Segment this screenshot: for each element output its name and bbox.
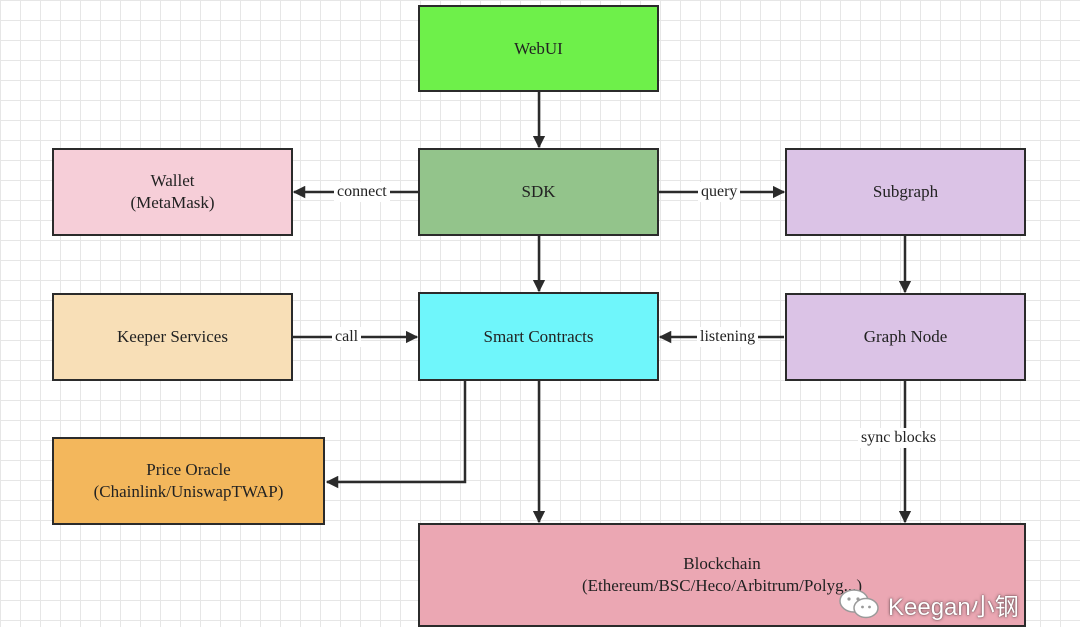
edge-label-call: call (332, 327, 362, 347)
node-webui: WebUI (418, 5, 659, 92)
node-oracle-line-2: (Chainlink/UniswapTWAP) (93, 482, 284, 501)
node-wallet: Wallet (MetaMask) (52, 148, 293, 236)
edge-label-query: query (698, 182, 741, 202)
node-wallet-line-2: (MetaMask) (130, 193, 215, 212)
node-contracts-line-1: Smart Contracts (483, 326, 594, 346)
watermark: Keegan小钢 (838, 585, 1019, 623)
edge-contracts-oracle (325, 381, 467, 489)
node-oracle-line-1: Price Oracle (146, 460, 231, 479)
node-sdk-line-1: SDK (521, 182, 556, 201)
edge-label-listening: listening (697, 327, 759, 347)
node-keeper-services: Keeper Services (52, 293, 293, 381)
node-graph-node: Graph Node (785, 293, 1026, 381)
edge-label-sync-blocks: sync blocks (858, 428, 940, 448)
node-subgraph-line-1: Subgraph (872, 182, 939, 201)
node-blockchain-line-2: (Ethereum/BSC/Heco/Arbitrum/Polyg...) (582, 576, 862, 595)
node-webui-line-1: WebUI (514, 38, 563, 58)
node-smart-contracts: Smart Contracts (418, 292, 659, 381)
node-graphnode-line-1: Graph Node (863, 327, 948, 346)
wechat-icon (839, 589, 879, 619)
watermark-text: Keegan小钢 (888, 593, 1019, 621)
edge-label-connect: connect (334, 182, 390, 202)
node-keeper-line-1: Keeper Services (117, 327, 228, 346)
node-sdk: SDK (418, 148, 659, 236)
node-price-oracle: Price Oracle (Chainlink/UniswapTWAP) (52, 437, 325, 525)
node-blockchain-line-1: Blockchain (683, 554, 761, 573)
node-wallet-line-1: Wallet (150, 171, 195, 190)
node-subgraph: Subgraph (785, 148, 1026, 236)
